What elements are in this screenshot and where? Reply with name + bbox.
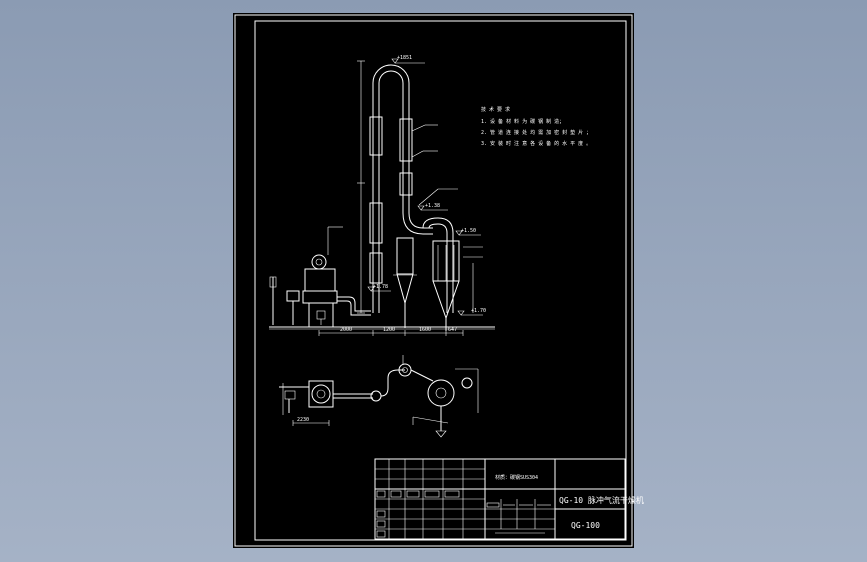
outer-frame [234, 14, 633, 547]
pulse-segment [369, 252, 383, 284]
elevation-top: +1851 [397, 55, 412, 61]
elevation-cyclone: +1.50 [461, 228, 476, 234]
material-label: 材质：碳钢SUS304 [495, 474, 538, 481]
pulse-segment [369, 202, 383, 244]
elevation-mid: +1.38 [425, 203, 440, 209]
drying-tube-outer [372, 64, 410, 313]
elevation-feed: +1.78 [373, 284, 388, 290]
dim-1: 2000 [340, 327, 352, 333]
plan-view: 2230 [279, 355, 479, 438]
drawing-name: QG-10 脉冲气流干燥机 [559, 495, 644, 505]
elevation-bag: +1.70 [471, 308, 486, 314]
cyclone-separator [393, 217, 454, 328]
dim-4: 647 [448, 327, 457, 333]
notes-line-2: 2. 管 道 连 接 处 均 需 加 密 封 垫 片 ； [481, 129, 591, 136]
bag-filter: +1.50 +1.70 [432, 228, 486, 331]
pulse-segment [369, 116, 383, 156]
notes-line-1: 1. 设 备 材 料 为 碳 钢 制 造； [481, 118, 564, 125]
title-block: 材质：碳钢SUS304 QG-10 脉冲气流干燥机 QG-100 [374, 458, 644, 540]
drawing-sheet: +1851 +1.38 [233, 13, 644, 548]
pulse-segment [399, 118, 413, 162]
heater-blower [269, 226, 371, 328]
cyclone-plan [427, 379, 455, 407]
motor [286, 290, 300, 302]
inner-frame [254, 20, 627, 541]
dim-plan: 2230 [297, 417, 309, 423]
bag-filter-plan [461, 377, 473, 389]
air-heater [304, 268, 336, 292]
dim-2: 1200 [383, 327, 395, 333]
drawing-code: QG-100 [571, 521, 600, 530]
blower-fan [311, 254, 327, 270]
elevation-view: +1851 +1.38 [269, 55, 495, 336]
dim-3: 1600 [419, 327, 431, 333]
pulse-segment [399, 172, 413, 196]
notes-title: 技 术 要 求 [481, 106, 510, 113]
technical-notes: 技 术 要 求 1. 设 备 材 料 为 碳 钢 制 造； 2. 管 道 连 接… [481, 106, 591, 147]
drying-tube-inner [378, 70, 404, 313]
cad-drawing: +1851 +1.38 [234, 14, 644, 547]
notes-line-3: 3. 安 装 时 注 意 各 设 备 的 水 平 度 。 [481, 140, 591, 147]
